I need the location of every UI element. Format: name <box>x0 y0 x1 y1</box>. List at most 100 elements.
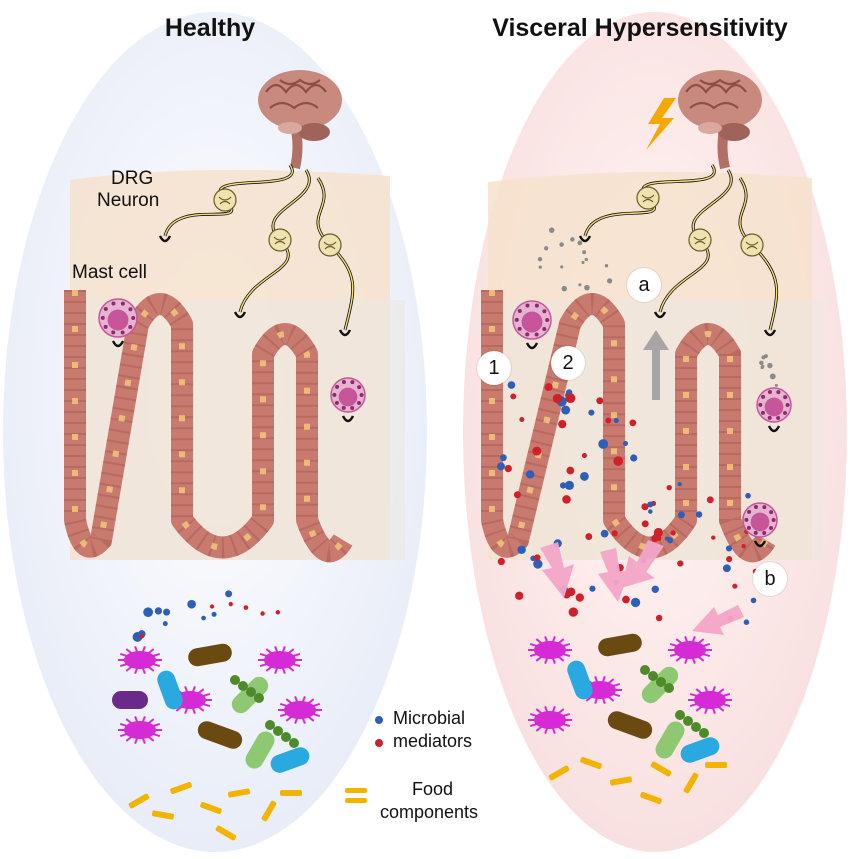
bacteria-icon <box>655 721 685 759</box>
mediator-dot <box>570 237 575 242</box>
neuron-icon <box>318 233 342 257</box>
bacteria-icon <box>668 636 712 664</box>
food-piece <box>548 765 570 781</box>
food-piece <box>640 791 662 805</box>
mediator-dot <box>664 536 669 541</box>
bacteria-icon <box>246 687 256 697</box>
mediator-dot <box>630 454 638 462</box>
food-components <box>128 756 727 841</box>
mediator-dot <box>275 610 281 615</box>
healthy-crypts <box>64 290 405 563</box>
mediator-dot <box>243 605 249 610</box>
bacteria-icon <box>157 670 183 710</box>
mediator-dot <box>565 393 576 404</box>
mediator-dot <box>655 614 663 622</box>
mediator-dot <box>564 480 575 490</box>
epithelium-cells <box>481 290 776 563</box>
mediator-dot <box>532 446 542 456</box>
mediator-dot <box>622 440 629 447</box>
mediator-dot <box>600 529 609 538</box>
mediator-dot <box>585 533 593 541</box>
legend-microbial-dot <box>375 716 383 724</box>
mediator-dot <box>260 611 265 616</box>
drg-label-line1: DRG <box>111 168 154 189</box>
pink-arrows <box>540 540 744 635</box>
mediator-dot <box>162 621 168 627</box>
mediator-dot <box>761 355 766 360</box>
mediator-dot <box>513 491 521 499</box>
epithelium-cells <box>64 290 353 563</box>
mediator-dot <box>769 373 776 380</box>
mediator-dot <box>209 604 215 609</box>
microbiota <box>112 633 732 773</box>
mediator-dot <box>641 520 649 528</box>
mediator-dot <box>605 417 612 424</box>
step-2-label: 2 <box>551 346 585 380</box>
mediator-dot <box>187 599 196 609</box>
mediator-dot <box>497 462 505 471</box>
mediator-dot <box>497 557 505 566</box>
bacteria-icon <box>567 660 593 700</box>
mediator-dot <box>552 393 563 404</box>
mediator-dot <box>670 530 676 536</box>
mediator-dot <box>584 284 590 291</box>
mediator-dot <box>510 393 517 400</box>
drg-neuron-label: DRG Neuron <box>97 168 159 212</box>
mediator-dot <box>577 240 583 246</box>
mediator-dot <box>580 472 589 481</box>
bacteria-icon <box>245 731 275 769</box>
bacteria-icon <box>254 693 264 703</box>
legend-mediator-dot <box>375 739 383 747</box>
mediator-dot <box>677 560 684 567</box>
mediator-dot <box>726 556 733 563</box>
bacteria-icon <box>640 665 650 675</box>
mediator-dot <box>581 453 587 459</box>
mediator-dot <box>143 607 153 618</box>
mediator-dot <box>201 615 206 621</box>
mast-cell-icon <box>98 298 138 348</box>
mediator-dot <box>613 456 624 466</box>
mediator-dot <box>154 607 163 615</box>
bacteria-icon <box>598 633 642 657</box>
drg-neurons <box>158 164 779 337</box>
bacteria-icon <box>188 643 232 667</box>
mediator-dot <box>538 265 542 269</box>
bacteria-icon <box>118 646 162 674</box>
bacteria-icon <box>675 710 685 720</box>
bacteria-icon <box>699 728 709 738</box>
mediator-dot <box>575 593 585 602</box>
mediator-dot <box>653 532 661 541</box>
food-piece <box>261 800 277 822</box>
mediator-dot <box>578 283 582 287</box>
legend-microbial: Microbial <box>393 708 466 728</box>
receptor-icon <box>578 235 592 243</box>
receptor-icon <box>763 329 777 337</box>
mediator-dot <box>774 383 778 387</box>
mast-cell-icon <box>742 502 778 548</box>
mast-cells <box>98 298 792 548</box>
bacteria-icon <box>656 677 666 687</box>
mediator-dot <box>139 634 145 639</box>
mediator-dot <box>630 597 641 608</box>
mediator-dot <box>562 495 571 504</box>
mediator-dot <box>622 595 630 604</box>
receptor-icon <box>338 329 352 337</box>
mediator-dot <box>568 607 579 617</box>
legend-mediators: mediators <box>393 731 473 751</box>
mediator-dot <box>559 482 567 489</box>
mediator-dot <box>745 492 751 499</box>
mediator-dot <box>711 535 716 540</box>
mast-cell-icon <box>512 300 552 350</box>
mediator-dot <box>725 545 733 552</box>
mediator-dot <box>132 632 143 642</box>
mediator-dot <box>767 362 773 369</box>
mast-cell-icon <box>756 387 792 433</box>
bacteria-icon <box>528 636 572 664</box>
mediator-dot <box>566 466 575 475</box>
food-piece <box>151 810 175 820</box>
neuron-icon <box>213 188 237 212</box>
bacteria-icon <box>648 671 658 681</box>
food-piece <box>609 776 633 786</box>
neuron-icon <box>740 233 764 257</box>
food-piece <box>128 793 150 809</box>
